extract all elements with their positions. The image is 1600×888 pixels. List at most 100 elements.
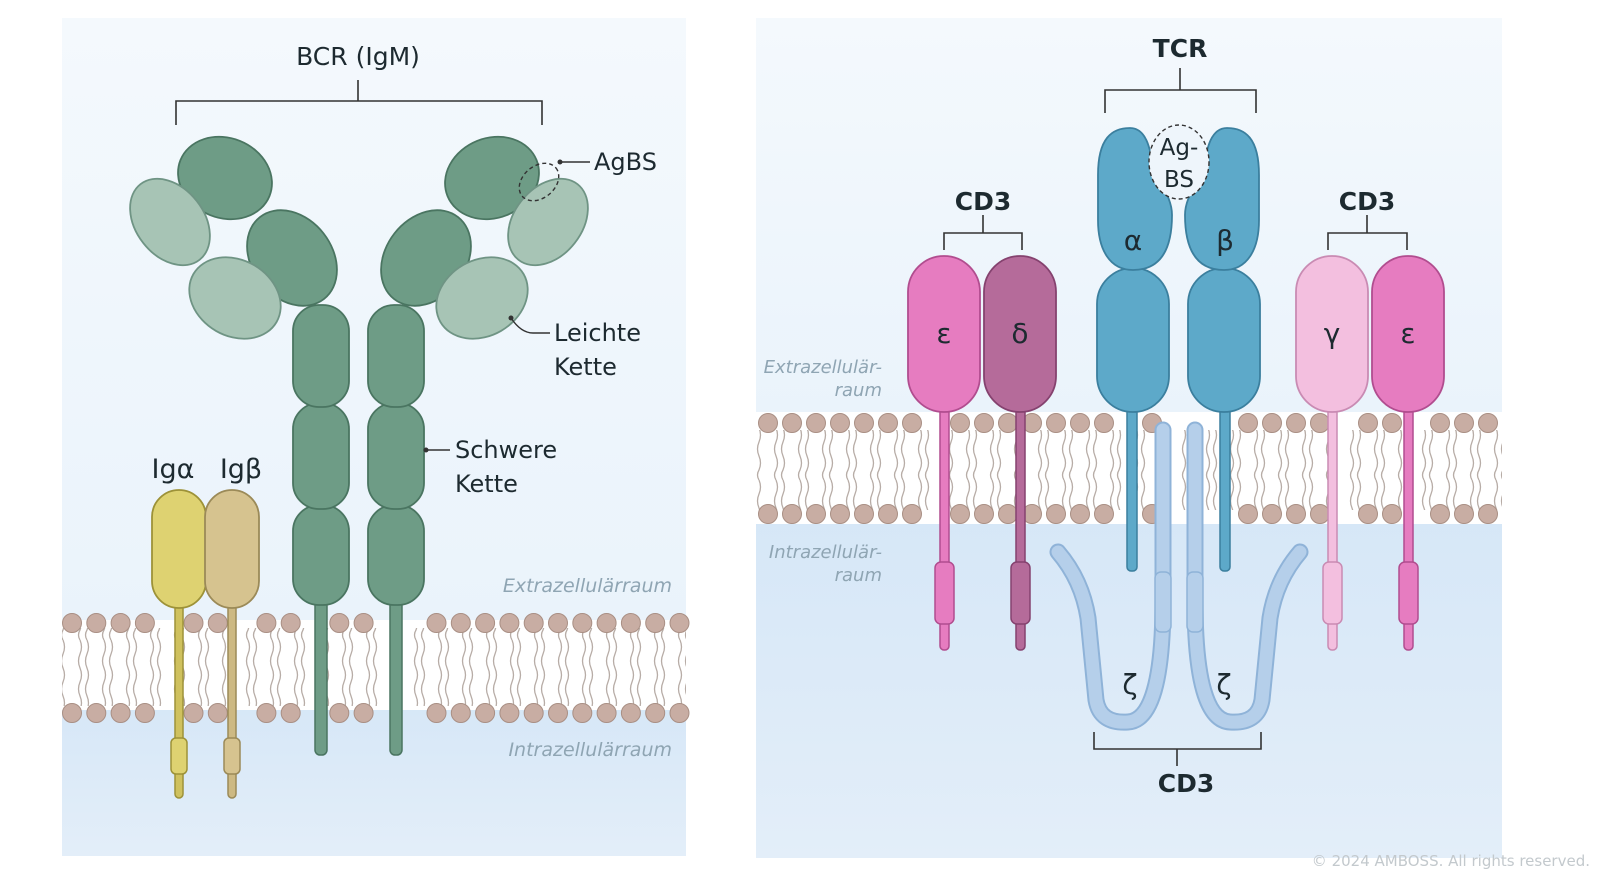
lipid-head — [499, 703, 520, 723]
lipid-head — [806, 504, 826, 524]
tcr-title-bracket — [1104, 68, 1257, 113]
lipid-head — [1286, 504, 1306, 524]
lipid-head — [426, 703, 447, 723]
cd3-right-bracket — [1327, 215, 1408, 250]
lipid-head — [902, 413, 922, 433]
tcr-title: TCR — [1153, 34, 1208, 63]
lipid-head — [1070, 504, 1090, 524]
heavy-chain-label-line2: Kette — [455, 470, 518, 498]
tcr-intracellular-bg — [756, 516, 1502, 858]
lipid-head — [572, 703, 593, 723]
lipid-head — [62, 613, 82, 633]
lipid-head — [1454, 413, 1474, 433]
cd3-zeta-right-label: ζ — [1216, 668, 1231, 701]
lipid-head — [596, 703, 617, 723]
lipid-head — [806, 413, 826, 433]
lipid-head — [548, 613, 568, 633]
lipid-head — [86, 703, 107, 723]
lipid-head — [596, 613, 617, 633]
lipid-head — [523, 613, 544, 633]
lipid-head — [1094, 413, 1114, 433]
lipid-head — [280, 613, 301, 633]
lipid-head — [782, 504, 802, 524]
lipid-head — [1382, 504, 1402, 524]
lipid-head — [830, 413, 850, 433]
lipid-head — [426, 613, 447, 633]
tcr-alpha-label: α — [1124, 224, 1142, 257]
lipid-head — [950, 413, 970, 433]
cd3-left-label: CD3 — [955, 187, 1012, 216]
lipid-head — [782, 413, 802, 433]
bcr-extracellular-label: Extrazellulärraum — [503, 575, 672, 597]
lipid-head — [669, 613, 690, 633]
cd3-gamma-label: γ — [1324, 317, 1341, 350]
light-chain-label-line2: Kette — [554, 353, 617, 381]
lipid-head — [1310, 413, 1330, 433]
lipid-head — [1430, 504, 1450, 524]
lipid-head — [645, 703, 666, 723]
bcr-intracellular-label: Intrazellulärraum — [508, 739, 672, 761]
lipid-head — [830, 504, 850, 524]
lipid-head — [1478, 413, 1498, 433]
bcr-antigen-binding-site-marker — [518, 162, 560, 202]
lipid-head — [572, 613, 593, 633]
lipid-head — [1286, 413, 1306, 433]
lipid-head — [256, 703, 277, 723]
lipid-head — [86, 613, 107, 633]
tcr-panel: TCR CD3 CD3 CD3 Ag- BS α β ε δ γ ε ζ ζ E… — [756, 18, 1502, 858]
tcr-lipid-heads — [758, 413, 1498, 524]
tcr-intracellular-label-line1: Intrazellulär- — [769, 542, 882, 563]
lipid-head — [280, 703, 301, 723]
lipid-head — [523, 703, 544, 723]
ig-beta-label: Igβ — [220, 454, 262, 485]
lipid-head — [183, 613, 204, 633]
lipid-head — [207, 613, 228, 633]
bcr-membrane — [62, 613, 690, 723]
cd3-bottom-label: CD3 — [1158, 769, 1215, 798]
cd3-bottom-bracket — [1093, 732, 1262, 766]
lipid-head — [669, 703, 690, 723]
tcr-beta-label: β — [1216, 224, 1234, 257]
heavy-chain-label-line1: Schwere — [455, 436, 557, 464]
cd3-gamma — [1295, 255, 1369, 651]
lipid-head — [110, 613, 131, 633]
lipid-head — [329, 703, 350, 723]
lipid-head — [329, 613, 350, 633]
lipid-head — [475, 613, 496, 633]
lipid-head — [134, 613, 155, 633]
light-chain-label-line1: Leichte — [554, 319, 641, 347]
lipid-head — [758, 504, 778, 524]
lipid-head — [183, 703, 204, 723]
copyright-notice: © 2024 AMBOSS. All rights reserved. — [1312, 852, 1590, 870]
lipid-head — [1430, 413, 1450, 433]
lipid-head — [353, 703, 374, 723]
lipid-head — [1262, 504, 1282, 524]
lipid-head — [1382, 413, 1402, 433]
bcr-lipid-heads — [62, 613, 690, 723]
lipid-head — [450, 613, 471, 633]
lipid-head — [1046, 413, 1066, 433]
cd3-delta-label: δ — [1011, 317, 1028, 350]
lipid-head — [548, 703, 568, 723]
tcr-antigen-binding-site-marker — [1148, 124, 1210, 200]
lipid-head — [998, 504, 1018, 524]
lipid-head — [878, 504, 898, 524]
bcr-intracellular-bg — [62, 700, 686, 856]
lipid-head — [1094, 504, 1114, 524]
lipid-head — [1046, 504, 1066, 524]
lipid-head — [1454, 504, 1474, 524]
cd3-epsilon-left-label: ε — [936, 317, 951, 350]
bcr-title: BCR (IgM) — [296, 42, 420, 71]
lipid-head — [1238, 504, 1258, 524]
cd3-right-label: CD3 — [1339, 187, 1396, 216]
cd3-zeta-left-label: ζ — [1122, 668, 1137, 701]
tcr-alpha-chain — [1096, 127, 1173, 572]
tcr-extracellular-label-line1: Extrazellulär- — [764, 357, 882, 378]
lipid-head — [998, 413, 1018, 433]
lipid-head — [450, 703, 471, 723]
cd3-epsilon-right — [1371, 255, 1445, 651]
lipid-head — [620, 613, 641, 633]
bcr-panel: BCR (IgM) AgBS Leichte Kette Schwere Ket… — [62, 18, 690, 856]
tcr-extracellular-label-line2: raum — [835, 380, 882, 401]
